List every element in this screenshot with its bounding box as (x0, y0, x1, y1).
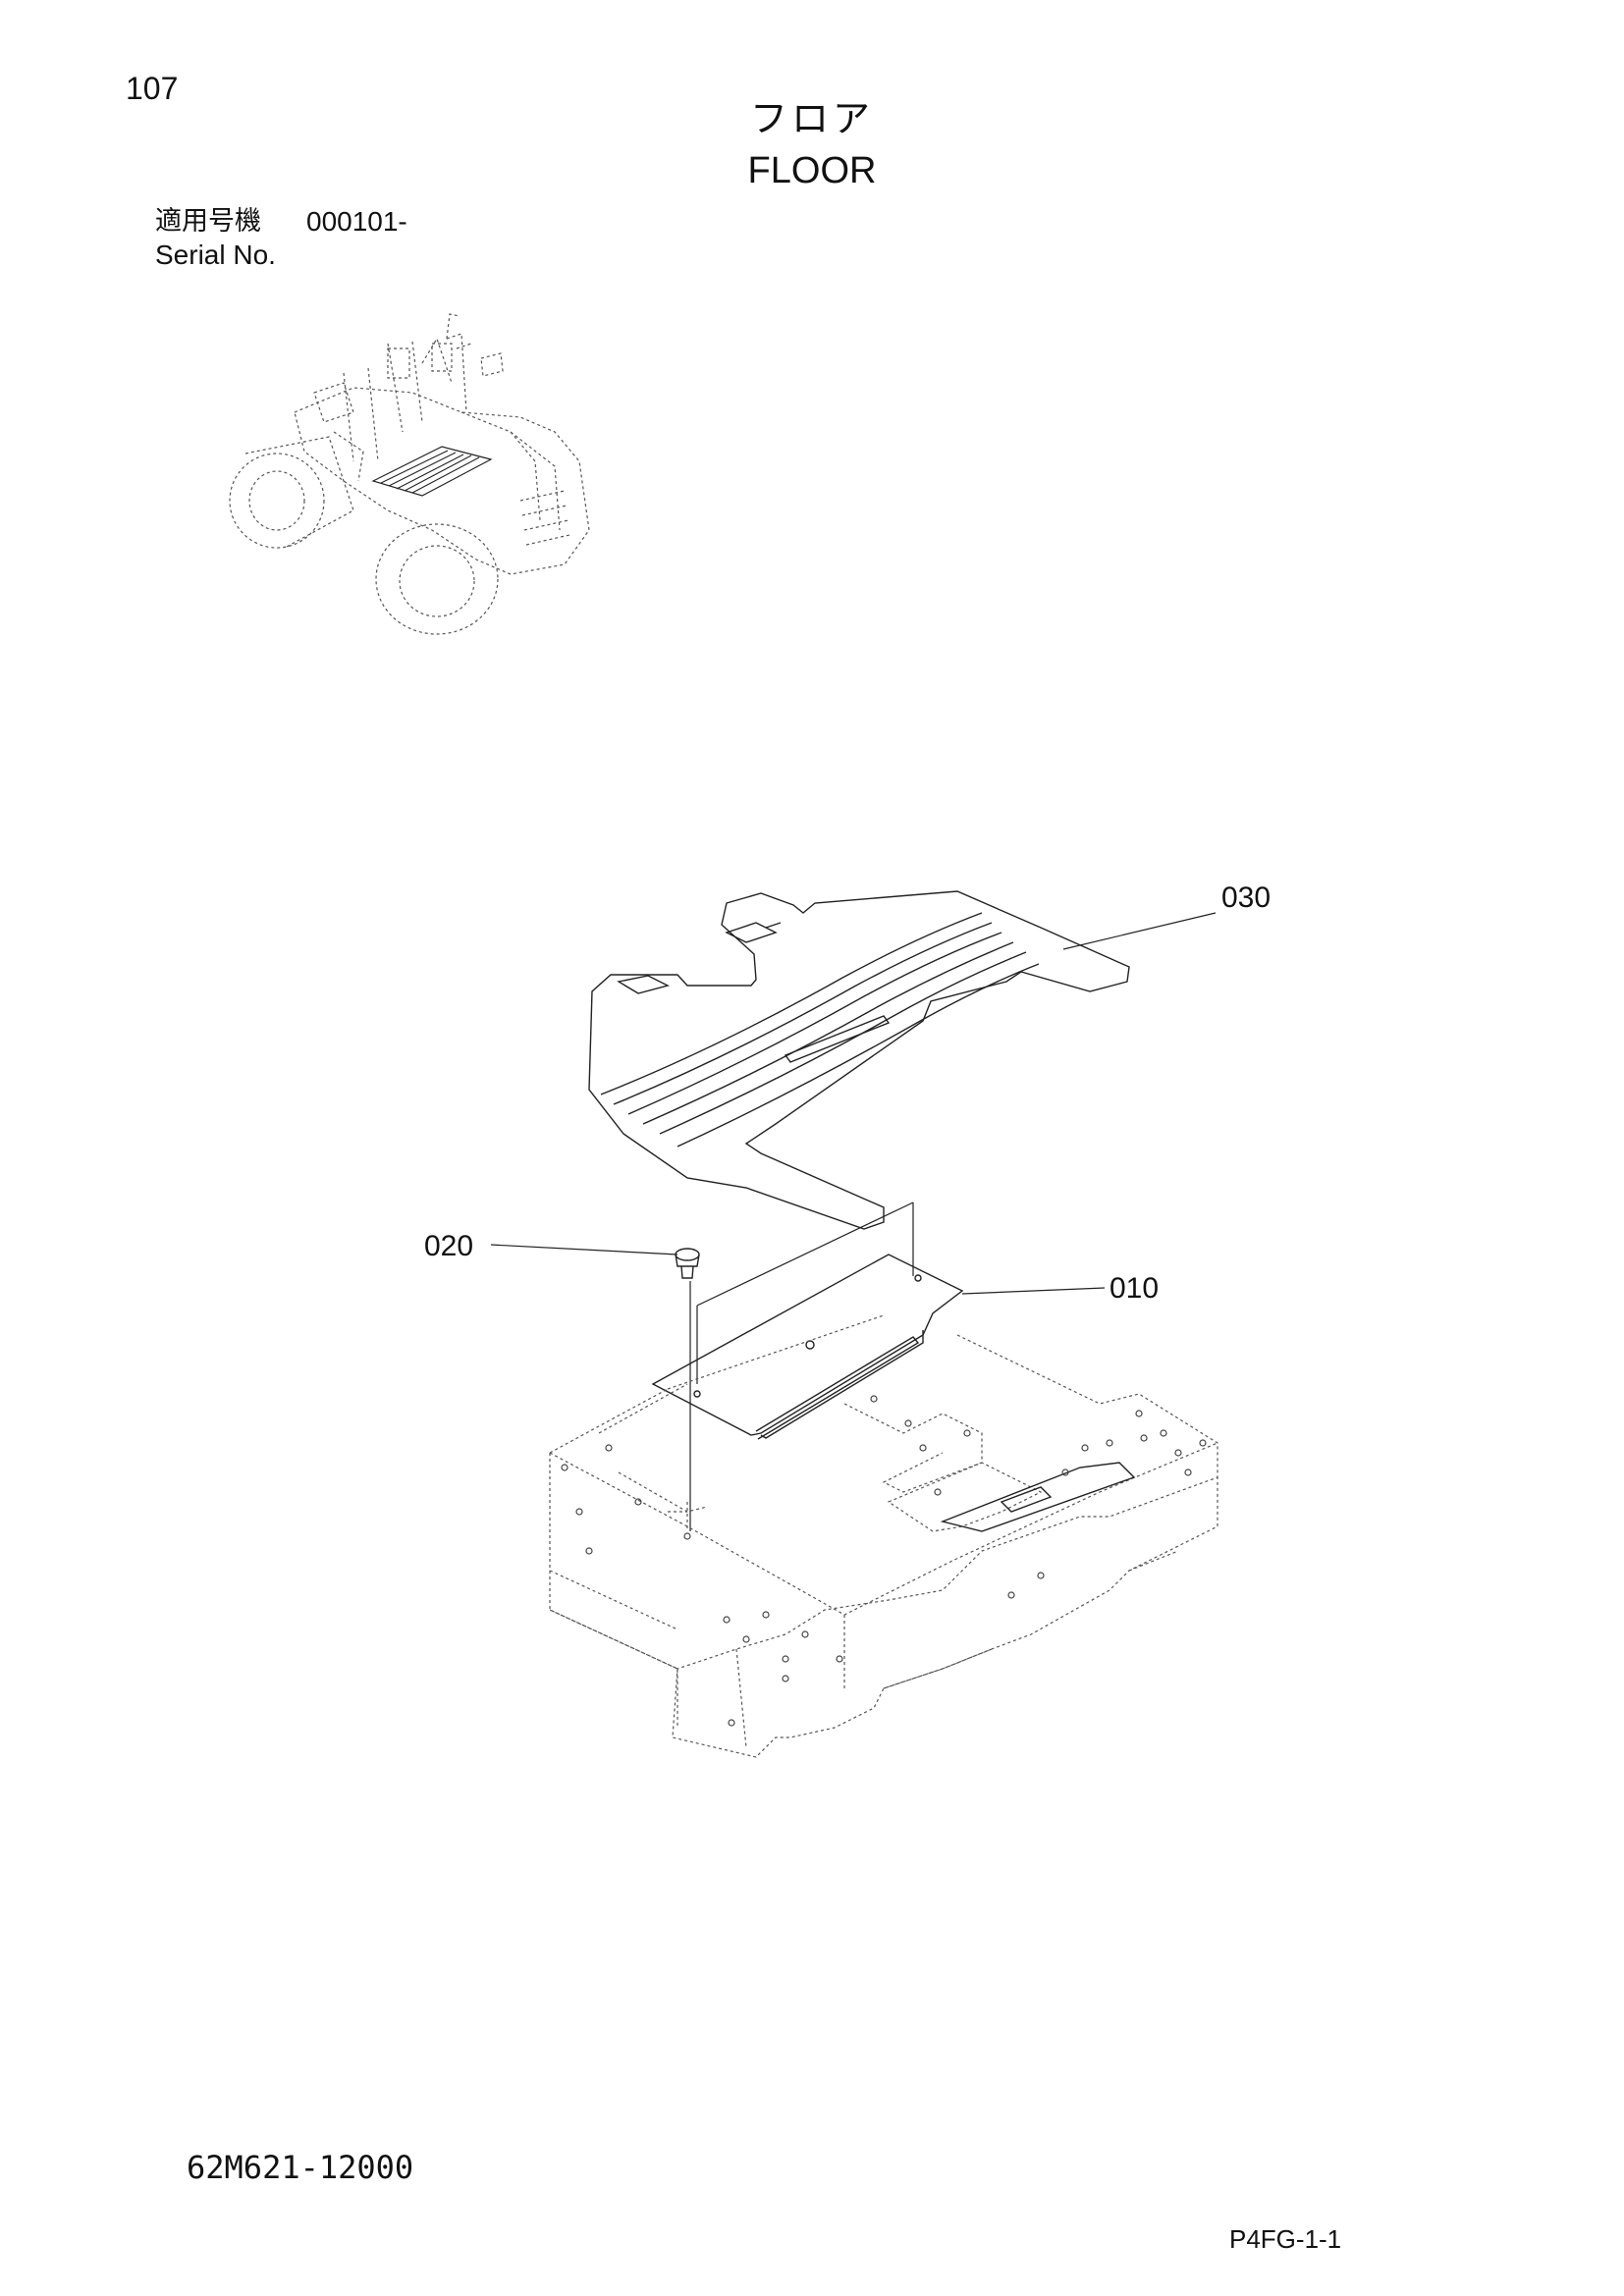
vehicle-sketch (229, 313, 590, 635)
page-title: FLOOR (747, 150, 877, 191)
floor-plate-part-010 (651, 1201, 1106, 1440)
page-number: 107 (126, 71, 179, 106)
callout-020: 020 (424, 1230, 474, 1262)
callout-010: 010 (1110, 1272, 1160, 1305)
base-frame (549, 1314, 1218, 1758)
floor-mat-part-030 (588, 890, 1217, 1230)
serial-label-japanese: 適用号機 (155, 206, 261, 237)
callout-030: 030 (1221, 881, 1272, 914)
serial-number-range: 000101- (306, 206, 407, 237)
title-japanese: フロア (749, 97, 874, 140)
serial-label-english: Serial No. (155, 240, 276, 270)
bolt-part-020 (490, 1244, 700, 1531)
page-code: P4FG-1-1 (1229, 2224, 1342, 2254)
document-code: 62M621-12000 (187, 2149, 414, 2186)
